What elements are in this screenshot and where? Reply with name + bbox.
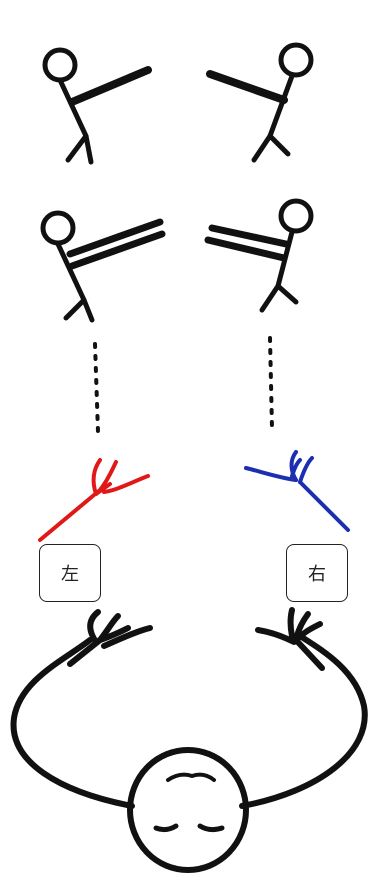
stick-figure-left-double-rod: [40, 210, 166, 323]
dotted-line-right: [268, 336, 274, 430]
label-left-text: 左: [61, 564, 79, 585]
black-fork-left-icon: [67, 609, 153, 667]
stick-figure-right-single-rod: [206, 42, 314, 163]
label-right-box: 右: [286, 544, 348, 602]
stick-figure-left-single-rod: [42, 47, 152, 165]
stick-figure-right-double-rod: [204, 198, 314, 313]
label-right-text: 右: [308, 564, 326, 585]
red-fork-icon: [38, 458, 150, 542]
black-fork-right-icon: [255, 607, 325, 671]
blue-fork-icon: [244, 450, 350, 532]
bottom-figure: [10, 633, 368, 873]
label-left-box: 左: [39, 544, 101, 602]
dotted-line-left: [93, 342, 100, 434]
